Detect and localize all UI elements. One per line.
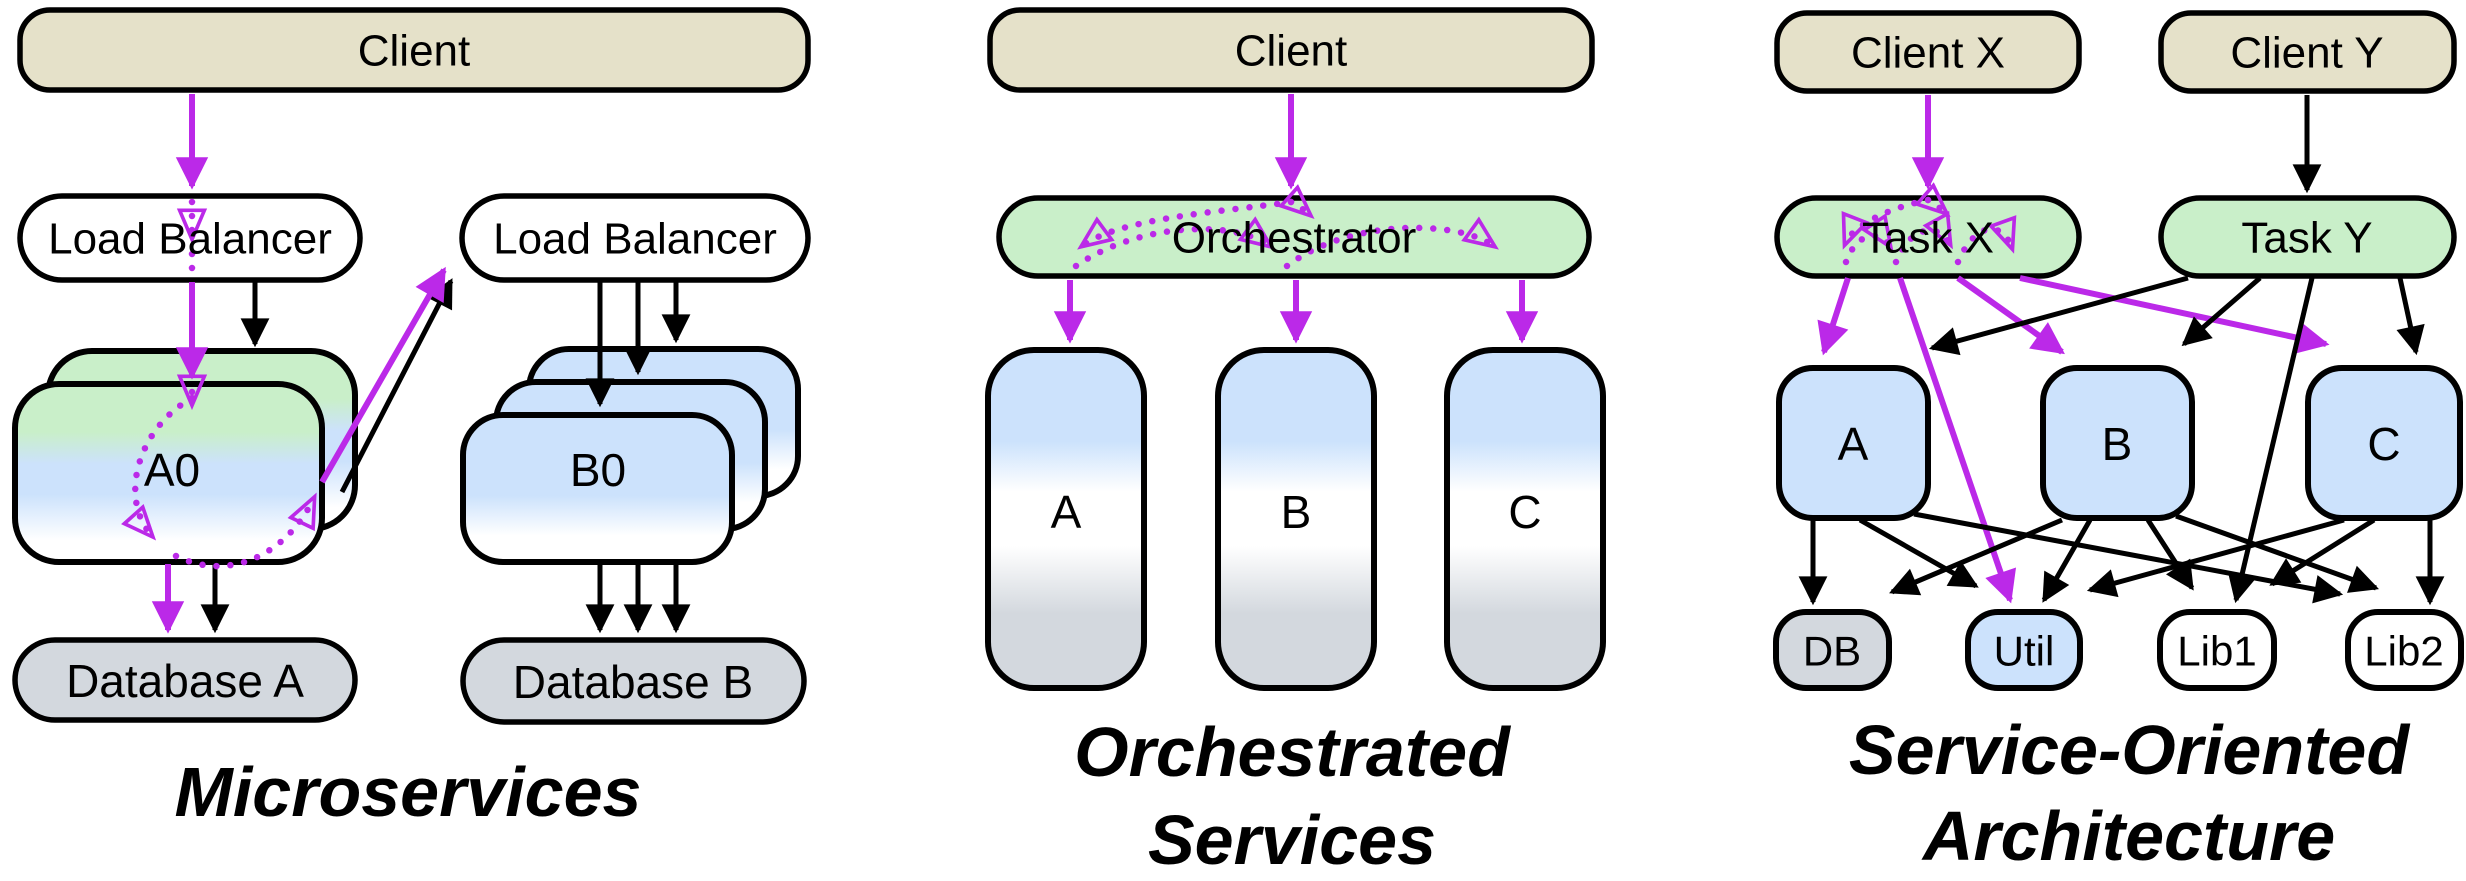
trace-orchestrator-to-a-exit xyxy=(1077,198,1295,250)
edge-a0-to-lb2-request xyxy=(319,266,447,484)
service-b-label: B xyxy=(2102,418,2133,470)
task-y-label: Task Y xyxy=(2241,214,2372,263)
service-b-label: B xyxy=(1281,486,1312,538)
load-balancer-2-label: Load Balancer xyxy=(493,215,777,264)
client-label: Client xyxy=(1235,27,1348,76)
database-a-node xyxy=(12,637,358,723)
lib1-node xyxy=(2157,609,2277,691)
database-a-label: Database A xyxy=(66,655,304,707)
load-balancer-1-label: Load Balancer xyxy=(48,215,332,264)
trace-task-x-exit-3 xyxy=(1892,210,1954,266)
edge-task-y-to-c xyxy=(2396,277,2425,356)
service-b0-label: B0 xyxy=(570,444,626,496)
microservices-title: Microservices xyxy=(175,753,642,831)
trace-task-x-exit-4 xyxy=(1954,215,2017,266)
edge-task-y-to-a xyxy=(1928,275,2189,356)
client-y-label: Client Y xyxy=(2230,29,2383,78)
edge-b-to-util xyxy=(2041,518,2093,603)
lib2-node xyxy=(2345,609,2464,691)
orchestrated-title-line-1: Orchestrated xyxy=(1074,713,1511,791)
edge-b-to-db xyxy=(1889,517,2063,596)
service-a0-label: A0 xyxy=(144,444,200,496)
diagram-service-oriented-architecture: Client X Client Y Task X Task Y A B C DB… xyxy=(1773,10,2464,875)
service-b-node xyxy=(2040,365,2195,521)
service-b0-node xyxy=(460,412,735,565)
diagram-microservices: Client Load Balancer Load Balancer A0 B0… xyxy=(12,7,811,831)
service-c-node xyxy=(2305,365,2463,521)
client-label: Client xyxy=(358,27,471,76)
soa-title-line-2: Architecture xyxy=(1921,797,2335,875)
client-node xyxy=(987,7,1595,93)
client-y-node xyxy=(2158,10,2457,94)
soa-title-line-1: Service-Oriented xyxy=(1849,711,2410,789)
trace-orchestrator-b-to-c xyxy=(1283,216,1499,270)
orchestrator-label: Orchestrator xyxy=(1172,214,1417,263)
service-a-label: A xyxy=(1838,418,1869,470)
edge-b-to-lib2 xyxy=(2175,513,2380,593)
client-x-label: Client X xyxy=(1851,29,2005,78)
service-c-label: C xyxy=(1508,486,1541,538)
service-b-node xyxy=(1215,347,1377,691)
edge-b-to-lib1 xyxy=(2145,518,2195,591)
edge-task-x-to-b xyxy=(1956,275,2065,355)
client-node xyxy=(17,7,811,93)
edge-c-to-lib1 xyxy=(2269,517,2376,587)
edge-a0-to-lb2-link xyxy=(339,278,454,494)
task-y-node xyxy=(2158,195,2457,279)
trace-a0-to-database-exit xyxy=(121,394,196,541)
orchestrated-title-line-2: Services xyxy=(1148,801,1436,879)
service-a0-node xyxy=(12,381,325,565)
task-x-label: Task X xyxy=(1862,214,1994,263)
service-a-node xyxy=(1776,365,1931,521)
lib2-label: Lib2 xyxy=(2364,628,2443,675)
util-label: Util xyxy=(1994,628,2055,675)
service-c-node xyxy=(1444,347,1606,691)
db-label: DB xyxy=(1803,628,1861,675)
edge-task-y-to-b xyxy=(2181,276,2262,347)
service-a-label: A xyxy=(1051,486,1082,538)
database-b-label: Database B xyxy=(513,656,753,708)
database-b-node xyxy=(460,637,807,725)
diagram-orchestrated-services: Client Orchestrator A B C Orchestrated S… xyxy=(985,7,1606,879)
db-node xyxy=(1773,609,1892,691)
edge-task-x-to-a xyxy=(1817,277,1851,356)
edge-task-x-to-c xyxy=(2019,275,2330,354)
lib1-label: Lib1 xyxy=(2177,628,2256,675)
util-node xyxy=(1965,609,2083,691)
edge-c-to-util xyxy=(2086,517,2345,598)
client-x-node xyxy=(1774,10,2082,94)
edge-a-to-lib2 xyxy=(1913,511,2344,604)
service-c-label: C xyxy=(2367,418,2400,470)
service-a-node xyxy=(985,347,1147,691)
trace-orchestrator-a-to-b xyxy=(1072,216,1275,270)
trace-task-x-exit-2 xyxy=(1842,213,1894,266)
edge-a-to-util xyxy=(1858,517,1979,589)
edge-task-x-to-util xyxy=(1897,277,2017,604)
load-balancer-2-node xyxy=(459,193,811,283)
